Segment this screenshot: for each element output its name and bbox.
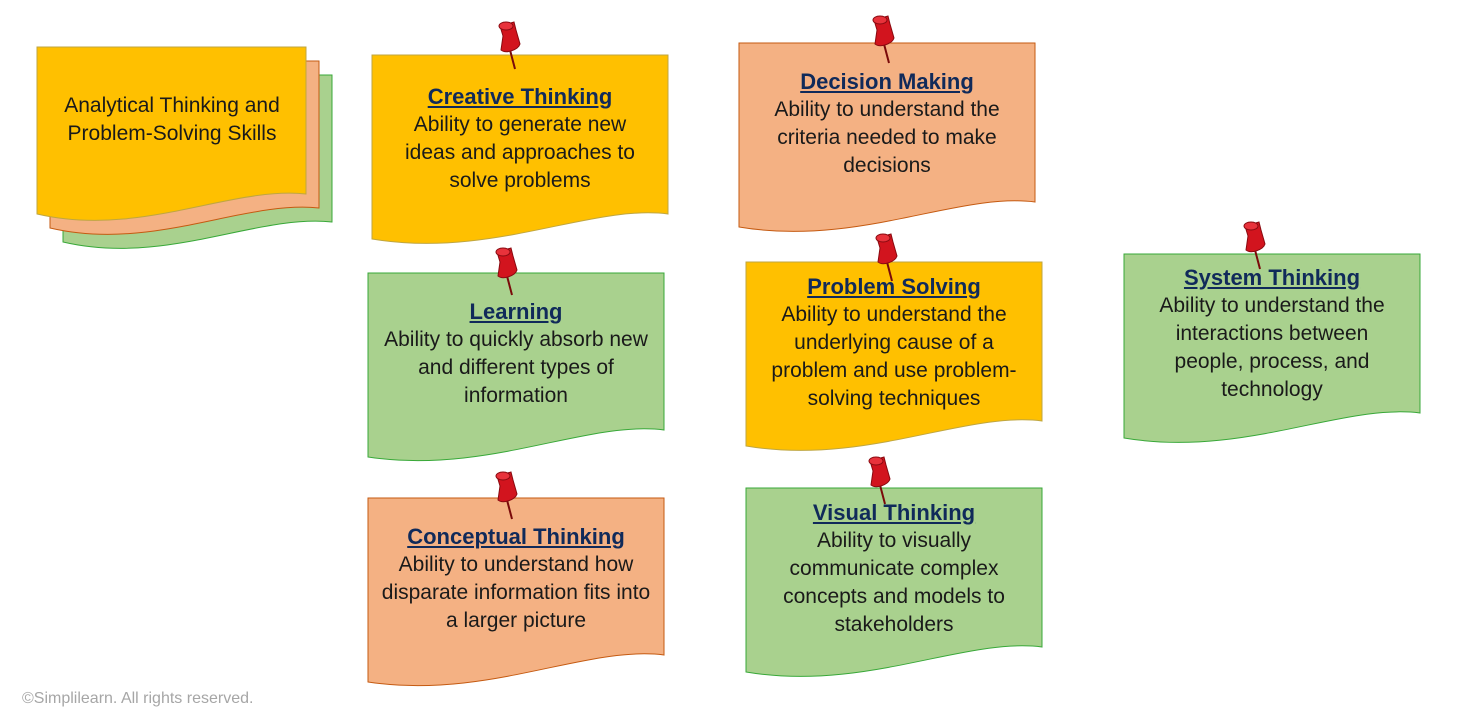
note-conceptual-thinking: Conceptual Thinking Ability to understan… [367,497,665,697]
copyright-footer: ©Simplilearn. All rights reserved. [22,690,254,707]
note-system-thinking: System Thinking Ability to understand th… [1123,253,1421,453]
pushpin-icon [1243,221,1266,270]
note-learning: Learning Ability to quickly absorb new a… [367,272,665,472]
note-shape [1123,253,1421,443]
note-description: Ability to quickly absorb new and differ… [384,328,648,407]
note-visual-thinking: Visual Thinking Ability to visually comm… [745,487,1043,687]
stacked-document-shape [36,46,333,249]
note-title: Visual Thinking [812,500,976,525]
note-title: Problem Solving [807,274,981,299]
note-title: Decision Making [800,69,974,94]
pushpin-icon [498,21,521,70]
note-title: Learning [469,299,563,324]
note-shape [745,261,1043,451]
pushpin-icon [495,471,518,520]
stacked-document [36,46,336,261]
note-description: Ability to understand how disparate info… [381,553,651,632]
note-description: Ability to understand the interactions b… [1159,294,1385,401]
note-title: System Thinking [1183,265,1361,290]
note-title: Creative Thinking [427,84,613,109]
note-shape [367,497,665,687]
note-shape [367,272,665,462]
pushpin-icon [875,233,898,282]
stack-title: Analytical Thinking and Problem-Solving … [64,94,280,145]
note-problem-solving: Problem Solving Ability to understand th… [745,261,1043,461]
note-shape [371,54,669,244]
note-description: Ability to understand the underlying cau… [771,303,1017,410]
note-decision-making: Decision Making Ability to understand th… [738,42,1036,242]
note-title: Conceptual Thinking [407,524,625,549]
note-shape [738,42,1036,232]
pushpin-icon [872,15,895,64]
note-description: Ability to generate new ideas and approa… [404,113,635,192]
pushpin-icon [495,247,518,296]
pushpin-icon [868,456,891,505]
note-creative-thinking: Creative Thinking Ability to generate ne… [371,54,669,254]
note-description: Ability to visually communicate complex … [783,529,1005,636]
note-description: Ability to understand the criteria neede… [774,98,1000,177]
note-shape [745,487,1043,677]
